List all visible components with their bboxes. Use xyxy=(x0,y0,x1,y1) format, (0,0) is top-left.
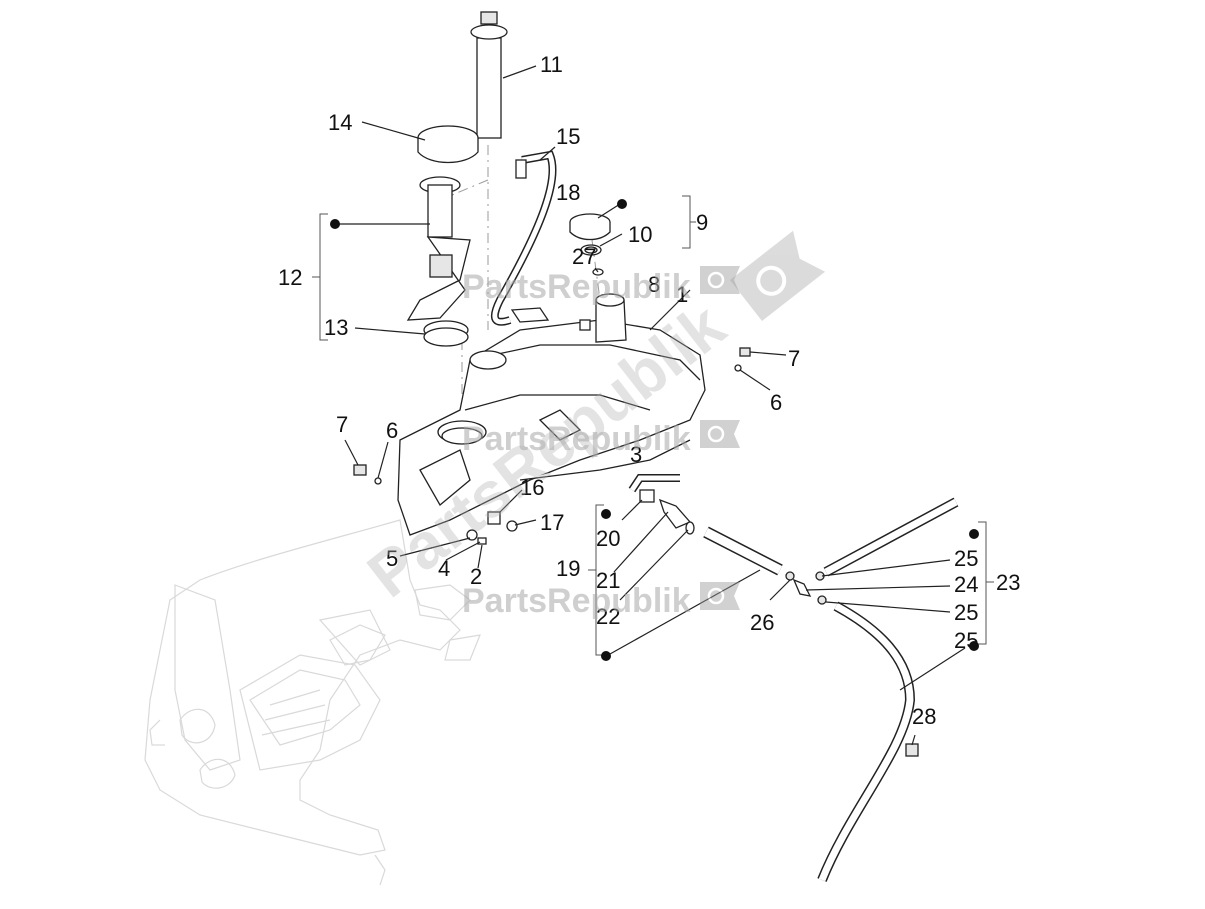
callout-7a: 7 xyxy=(788,346,800,371)
fuel-hose-15 xyxy=(490,150,557,326)
bullet-dot-icon xyxy=(969,641,979,651)
callout-11: 11 xyxy=(540,52,563,77)
gear-flag-icon xyxy=(700,266,740,294)
callout-25c: 25 xyxy=(954,628,978,653)
watermark-text: PartsRepublik xyxy=(462,582,691,620)
callout-7b: 7 xyxy=(336,412,348,437)
callout-26: 26 xyxy=(750,610,774,635)
vent-hoses xyxy=(785,497,959,882)
callout-16: 16 xyxy=(520,475,544,500)
callout-15: 15 xyxy=(556,124,580,149)
callout-4: 4 xyxy=(438,556,450,581)
callout-6b: 6 xyxy=(386,418,398,443)
callout-27: 27 xyxy=(572,244,596,269)
callout-labels: 11 14 15 18 12 13 9 10 27 8 1 7 6 7 6 3 … xyxy=(278,52,1020,729)
callout-20: 20 xyxy=(596,526,620,551)
small-parts xyxy=(353,319,751,545)
bullet-dot-icon xyxy=(601,509,611,519)
callout-2: 2 xyxy=(470,564,482,589)
callout-3: 3 xyxy=(630,442,642,467)
fuel-tank xyxy=(397,293,706,536)
callout-25a: 25 xyxy=(954,546,978,571)
leader-lines xyxy=(335,65,966,746)
pump-gasket xyxy=(423,320,469,347)
callout-14: 14 xyxy=(328,110,352,135)
callout-13: 13 xyxy=(324,315,348,340)
bullet-dots xyxy=(330,199,979,661)
watermark-text: PartsRepublik xyxy=(462,268,691,306)
bullet-dot-icon xyxy=(617,199,627,209)
callout-1: 1 xyxy=(676,282,688,307)
callout-28: 28 xyxy=(912,704,936,729)
bullet-dot-icon xyxy=(330,219,340,229)
callout-12: 12 xyxy=(278,265,302,290)
fuel-pump xyxy=(406,176,471,321)
group-brackets xyxy=(312,195,994,656)
fuel-level-sensor xyxy=(470,11,508,139)
callout-6a: 6 xyxy=(770,390,782,415)
callout-8: 8 xyxy=(648,272,660,297)
gear-flag-icon xyxy=(730,230,826,321)
callout-25b: 25 xyxy=(954,600,978,625)
callout-22: 22 xyxy=(596,604,620,629)
callout-9: 9 xyxy=(696,210,708,235)
bullet-dot-icon xyxy=(601,651,611,661)
fuel-cap xyxy=(569,213,611,276)
lock-ring xyxy=(417,125,479,164)
watermark-text: PartsRepublik xyxy=(462,420,691,458)
gear-flag-icon xyxy=(700,420,740,448)
callout-17: 17 xyxy=(540,510,564,535)
callout-18: 18 xyxy=(556,180,580,205)
bullet-dot-icon xyxy=(969,529,979,539)
callout-19: 19 xyxy=(556,556,580,581)
callout-21: 21 xyxy=(596,568,620,593)
vent-valve-group xyxy=(628,474,783,576)
gear-flag-icon xyxy=(700,582,740,610)
scooter-frame xyxy=(144,519,481,886)
callout-5: 5 xyxy=(386,546,398,571)
callout-23: 23 xyxy=(996,570,1020,595)
callout-24: 24 xyxy=(954,572,978,597)
callout-10: 10 xyxy=(628,222,652,247)
